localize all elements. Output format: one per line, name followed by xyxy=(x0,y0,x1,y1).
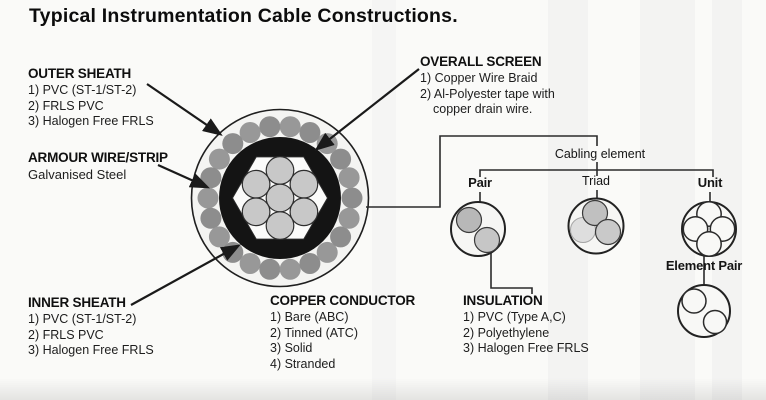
page-title: Typical Instrumentation Cable Constructi… xyxy=(29,5,458,27)
copper-conductor-item: 1) Bare (ABC) xyxy=(270,310,349,324)
conductor-bundle xyxy=(241,155,319,241)
inner-sheath-arrow xyxy=(130,244,241,306)
cable-to-cabling-element-line xyxy=(366,135,598,208)
overall-screen-heading: OVERALL SCREEN xyxy=(420,54,542,69)
triad-label: Triad xyxy=(581,174,610,188)
pair-label: Pair xyxy=(468,175,492,190)
armour-heading: ARMOUR WIRE/STRIP xyxy=(28,150,168,165)
outer-sheath-item: 2) FRLS PVC xyxy=(28,98,104,113)
pair-to-insulation-line xyxy=(490,253,533,294)
insulation-label: INSULATION 1) PVC (Type A,C) 2) Polyethy… xyxy=(463,293,589,357)
armour-wires xyxy=(197,116,363,280)
copper-conductor-item: 3) Solid xyxy=(270,341,313,355)
inner-sheath-heading: INNER SHEATH xyxy=(28,295,126,310)
pointer-arrows xyxy=(130,68,420,306)
copper-conductor-item: 4) Stranded xyxy=(270,356,336,371)
overall-screen-item: 1) Copper Wire Braid xyxy=(420,71,538,85)
outer-sheath-item: 3) Halogen Free FRLS xyxy=(28,114,154,128)
cabling-element-label: Cabling element xyxy=(554,147,646,161)
outer-sheath-item: 1) PVC (ST-1/ST-2) xyxy=(28,83,137,97)
armour-label: ARMOUR WIRE/STRIP Galvanised Steel xyxy=(28,150,168,183)
inner-sheath-item: 2) FRLS PVC xyxy=(28,327,104,342)
unit-label: Unit xyxy=(697,175,723,190)
inner-sheath-item: 1) PVC (ST-1/ST-2) xyxy=(28,312,137,326)
outer-sheath-label: OUTER SHEATH 1) PVC (ST-1/ST-2) 2) FRLS … xyxy=(28,66,154,130)
insulation-item: 2) Polyethylene xyxy=(463,325,550,340)
copper-conductor-heading: COPPER CONDUCTOR xyxy=(270,293,416,308)
triad-diagram xyxy=(567,197,625,255)
insulation-item: 3) Halogen Free FRLS xyxy=(463,341,589,355)
copper-conductor-item: 2) Tinned (ATC) xyxy=(270,325,358,340)
insulation-item: 1) PVC (Type A,C) xyxy=(463,310,566,324)
overall-screen-label: OVERALL SCREEN 1) Copper Wire Braid 2) A… xyxy=(420,54,555,118)
element-pair-diagram xyxy=(677,284,731,338)
inner-sheath-label: INNER SHEATH 1) PVC (ST-1/ST-2) 2) FRLS … xyxy=(28,295,154,359)
overall-screen-arrow xyxy=(314,68,420,152)
element-pair-label: Element Pair xyxy=(665,258,743,273)
copper-conductor-label: COPPER CONDUCTOR 1) Bare (ABC) 2) Tinned… xyxy=(270,293,415,372)
overall-screen-item: 2) Al-Polyester tape with xyxy=(420,86,555,101)
insulation-heading: INSULATION xyxy=(463,293,543,308)
cabling-element-bracket xyxy=(479,162,714,177)
outer-sheath-heading: OUTER SHEATH xyxy=(28,66,132,81)
pair-diagram xyxy=(450,201,506,257)
inner-sheath-item: 3) Halogen Free FRLS xyxy=(28,343,154,357)
unit-diagram xyxy=(681,201,737,257)
outer-sheath-arrow xyxy=(146,83,223,136)
connector-lines xyxy=(366,135,714,294)
armour-arrow xyxy=(157,163,211,189)
cable-cross-section xyxy=(190,108,370,288)
overall-screen-item: copper drain wire. xyxy=(433,102,533,116)
armour-item: Galvanised Steel xyxy=(28,167,127,182)
